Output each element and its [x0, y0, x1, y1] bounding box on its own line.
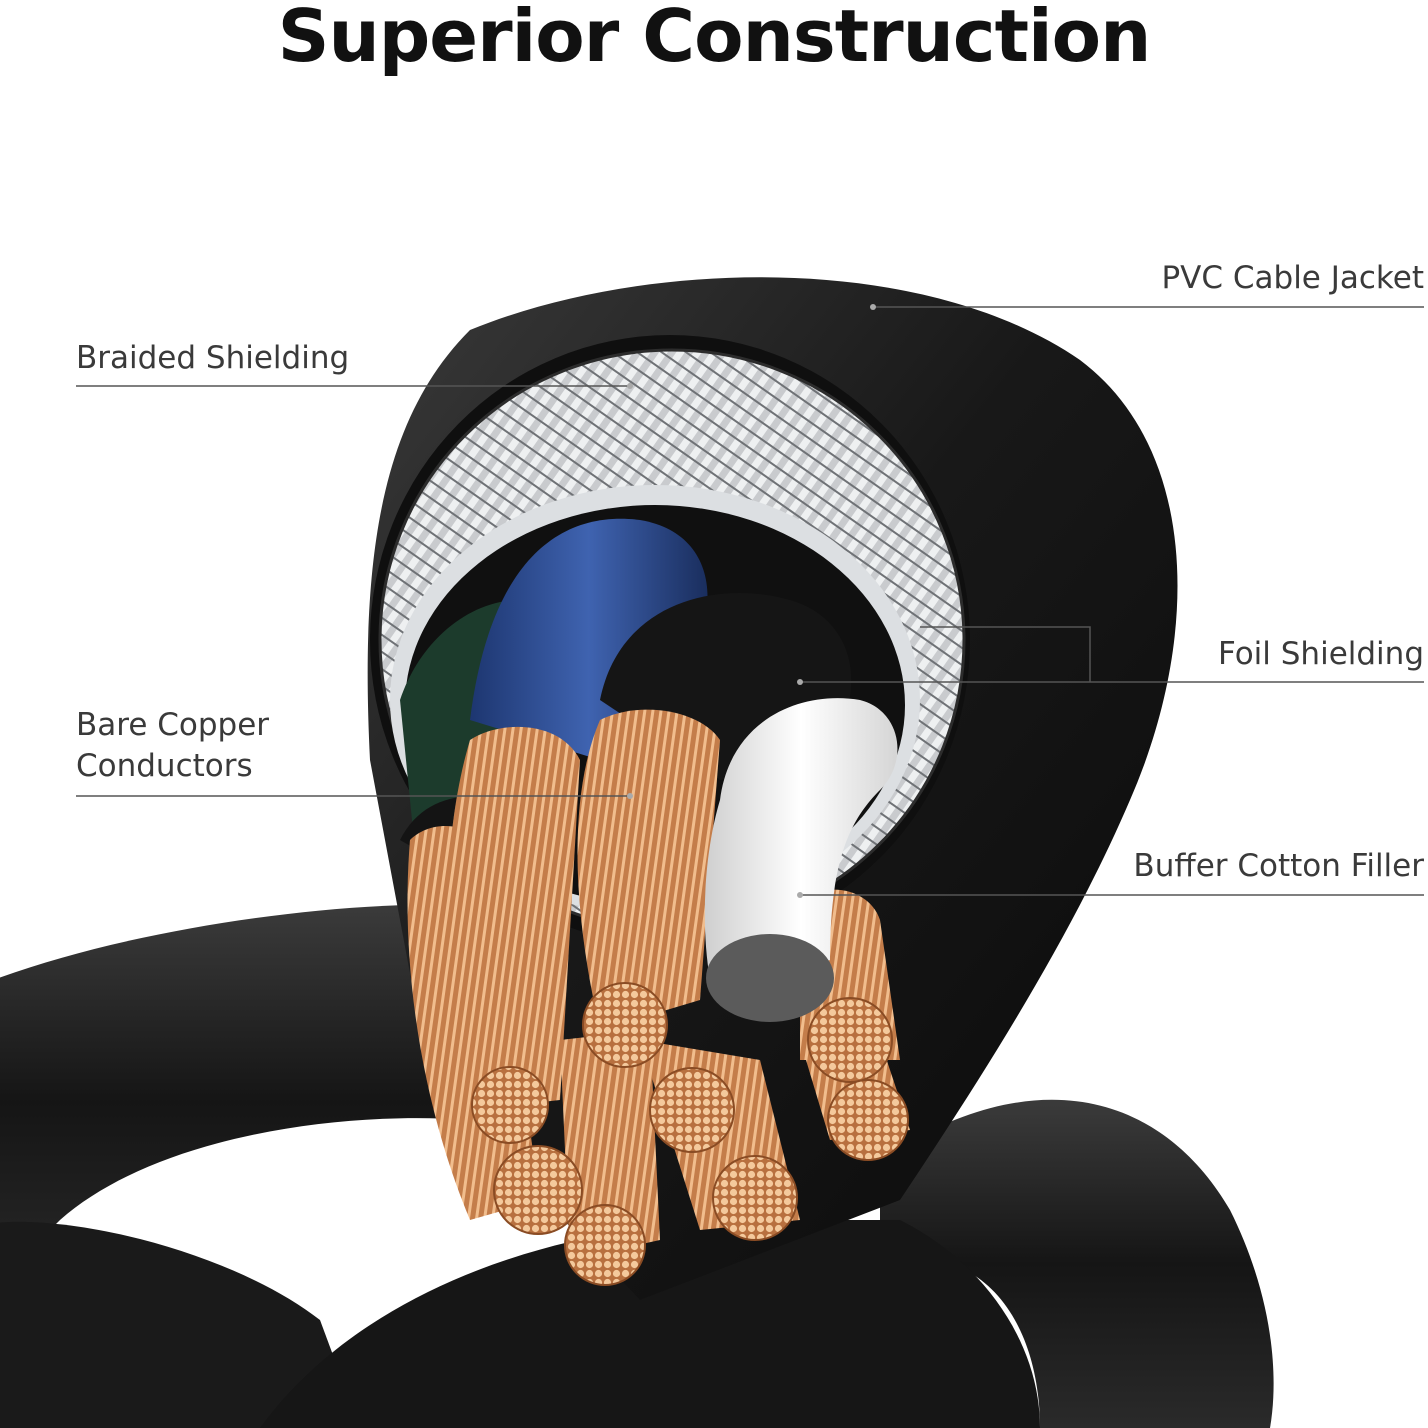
- label-bare-copper-line2: Conductors: [76, 748, 253, 784]
- bare-copper-conductors: [407, 709, 910, 1286]
- label-bare-copper-line1: Bare Copper: [76, 707, 270, 743]
- label-braided-shielding: Braided Shielding: [76, 340, 350, 376]
- cable-loop: [0, 904, 1274, 1428]
- buffer-cotton-filler: [704, 698, 898, 1022]
- page-title: Superior Construction: [277, 0, 1152, 78]
- label-buffer-cotton-filler: Buffer Cotton Filler: [1133, 848, 1424, 884]
- leader-line-foil-upper: [920, 626, 1091, 682]
- label-foil-shielding: Foil Shielding: [1217, 636, 1424, 672]
- leader-lines: [76, 304, 1424, 898]
- label-pvc-cable-jacket: PVC Cable Jacket: [1161, 260, 1424, 296]
